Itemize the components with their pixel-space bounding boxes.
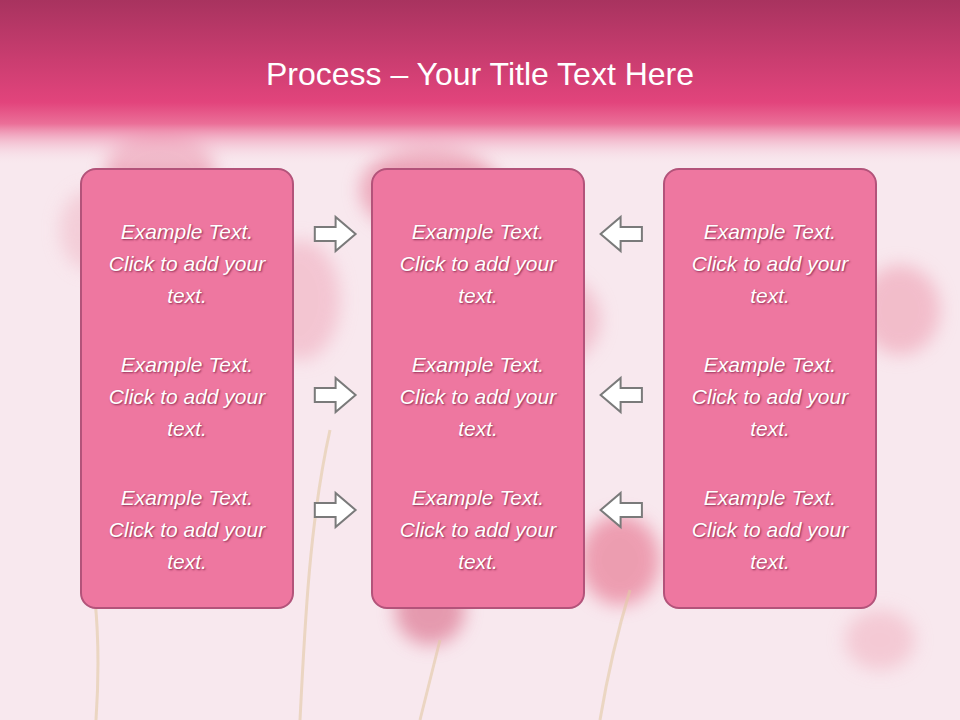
box-text: Example Text. Click to add your text. bbox=[685, 482, 855, 578]
slide-title: Process – Your Title Text Here bbox=[0, 50, 960, 98]
process-box: Example Text. Click to add your text. Exa… bbox=[663, 168, 877, 609]
box-text: Example Text. Click to add your text. bbox=[102, 482, 272, 578]
block-arrow bbox=[601, 217, 642, 251]
block-arrow bbox=[601, 493, 642, 527]
block-arrow bbox=[315, 217, 356, 251]
block-arrow bbox=[315, 493, 356, 527]
block-arrow bbox=[601, 378, 642, 412]
box-text: Example Text. Click to add your text. bbox=[102, 216, 272, 312]
box-text: Example Text. Click to add your text. bbox=[393, 349, 563, 445]
box-text: Example Text. Click to add your text. bbox=[102, 349, 272, 445]
watercolor-flowers bbox=[60, 130, 940, 670]
box-text: Example Text. Click to add your text. bbox=[393, 482, 563, 578]
box-text: Example Text. Click to add your text. bbox=[685, 216, 855, 312]
header-band bbox=[0, 0, 960, 165]
box-text: Example Text. Click to add your text. bbox=[393, 216, 563, 312]
process-box: Example Text. Click to add your text. Exa… bbox=[371, 168, 585, 609]
block-arrow bbox=[315, 378, 356, 412]
process-box: Example Text. Click to add your text. Exa… bbox=[80, 168, 294, 609]
box-text: Example Text. Click to add your text. bbox=[685, 349, 855, 445]
